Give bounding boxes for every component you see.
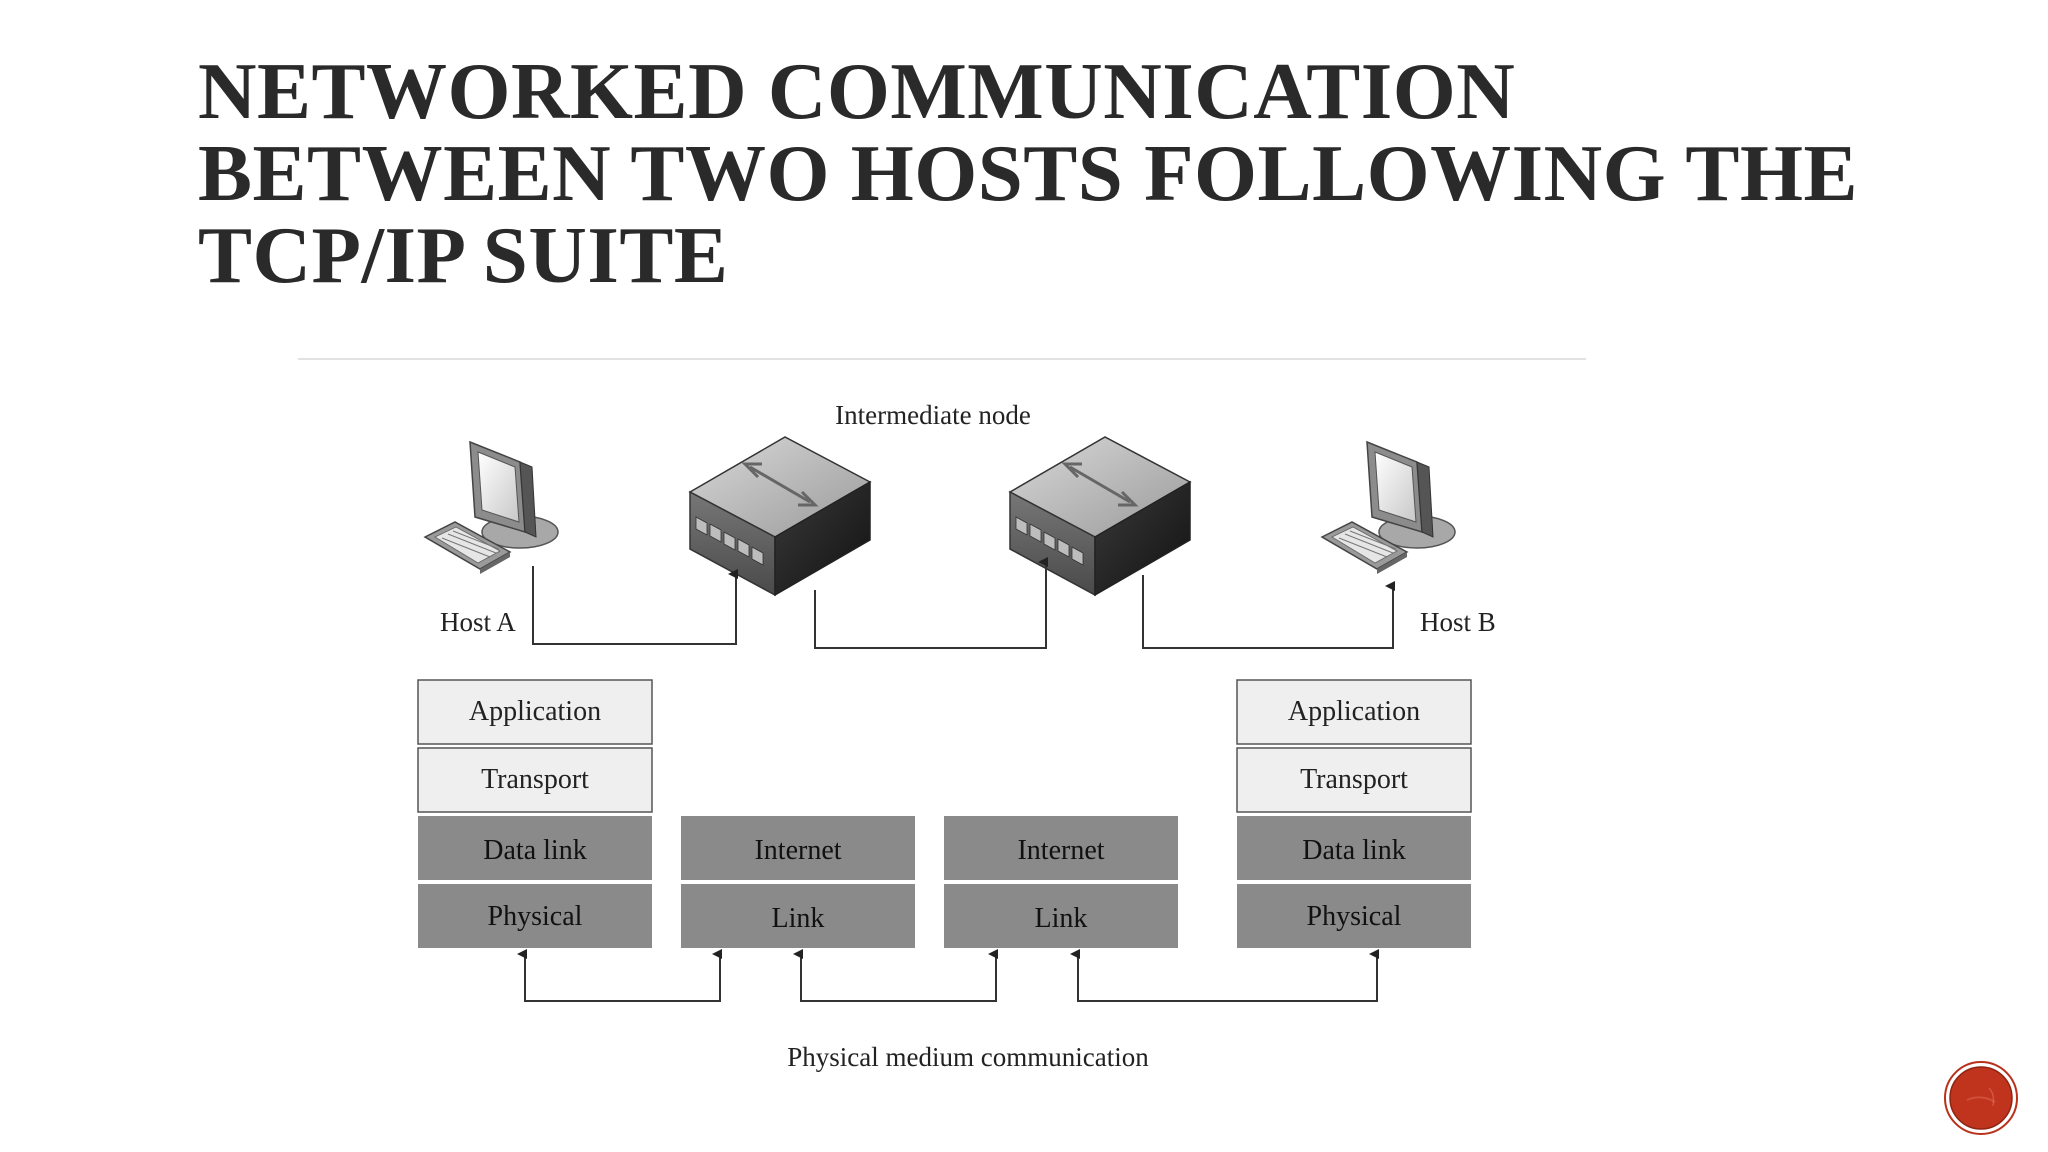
- host-a-application-label: Application: [469, 696, 601, 727]
- medium-host-a-router-1: [517, 949, 722, 1002]
- router-2-stack: Internet Link: [944, 816, 1178, 948]
- router-1-internet-box: [681, 816, 915, 880]
- title-line-1: NETWORKED COMMUNICATION: [198, 46, 1516, 136]
- title-line-3: TCP/IP SUITE: [198, 210, 729, 300]
- link-router-2-host-b: [1142, 575, 1395, 649]
- host-a-physical-box: [418, 884, 652, 948]
- router-2-link-label: Link: [1035, 903, 1088, 934]
- host-b-application-box: [1236, 679, 1472, 745]
- host-a-transport-label: Transport: [481, 764, 589, 795]
- router-1-link-box: [681, 884, 915, 948]
- host-b-physical-box: [1237, 884, 1471, 948]
- host-a-physical-label: Physical: [488, 901, 583, 932]
- host-b-datalink-box: [1237, 816, 1471, 880]
- physical-medium-label: Physical medium communication: [787, 1042, 1149, 1072]
- link-router-1-router-2: [814, 557, 1048, 649]
- router-2-link-box: [944, 884, 1178, 948]
- slide-badge-icon: [1944, 1061, 2018, 1135]
- host-b-physical-label: Physical: [1307, 901, 1402, 932]
- router-1-link-label: Link: [772, 903, 825, 934]
- host-a-stack: Application Transport Data link Physical: [417, 679, 653, 948]
- host-a-application-box: [417, 679, 653, 745]
- top-connections: [532, 557, 1395, 649]
- host-b-transport-box: [1236, 747, 1472, 813]
- host-b-stack: Application Transport Data link Physical: [1236, 679, 1472, 948]
- router-2-internet-box: [944, 816, 1178, 880]
- host-b-application-label: Application: [1288, 696, 1420, 727]
- link-host-a-router-1: [532, 566, 738, 645]
- router-1-icon: [688, 435, 872, 597]
- host-a-computer-icon: [424, 441, 559, 575]
- router-1-stack: Internet Link: [681, 816, 915, 948]
- host-a-transport-box: [417, 747, 653, 813]
- bottom-connections: [517, 949, 1379, 1002]
- intermediate-node-label: Intermediate node: [835, 400, 1031, 430]
- router-2-icon: [1008, 435, 1192, 597]
- medium-router-2-host-b: [1070, 949, 1379, 1002]
- host-a-datalink-box: [418, 816, 652, 880]
- host-b-computer-icon: [1321, 441, 1456, 575]
- router-2-internet-label: Internet: [1017, 835, 1104, 866]
- host-a-datalink-label: Data link: [483, 835, 586, 866]
- title-line-2: BETWEEN TWO HOSTS FOLLOWING THE: [198, 128, 1858, 218]
- medium-router-1-router-2: [793, 949, 998, 1002]
- host-b-transport-label: Transport: [1300, 764, 1408, 795]
- router-1-internet-label: Internet: [754, 835, 841, 866]
- host-b-label: Host B: [1420, 607, 1496, 637]
- host-b-datalink-label: Data link: [1302, 835, 1405, 866]
- host-a-label: Host A: [440, 607, 516, 637]
- slide-title: NETWORKED COMMUNICATION BETWEEN TWO HOST…: [198, 50, 1898, 296]
